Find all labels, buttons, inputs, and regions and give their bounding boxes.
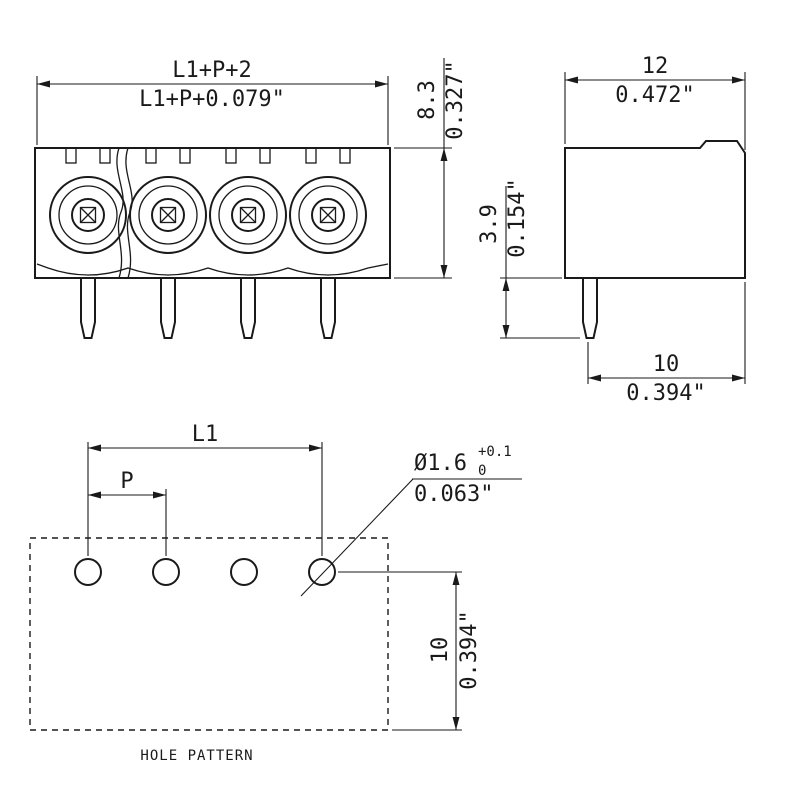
dim-row-offset-inch: 0.394" [457, 610, 482, 689]
dim-pin-length-mm: 3.9 [477, 204, 502, 244]
dim-side-depth-mm: 12 [642, 54, 669, 79]
leader-line [300, 478, 414, 597]
pin [80, 277, 96, 339]
pin [320, 277, 336, 339]
hole-diameter-callout: Ø1.6 +0.1 0 0.063" [300, 444, 522, 597]
dim-front-height-inch: 0.327" [443, 60, 468, 139]
side-view: 12 0.472" 3.9 0.154" 10 0.394" [477, 54, 746, 406]
dim-front-height-mm: 8.3 [415, 80, 440, 120]
hole [152, 558, 180, 586]
hole-pitch-dimension: P [88, 469, 167, 556]
front-view: L1+P+2 L1+P+0.079" 8.3 0.327" [34, 58, 468, 339]
break-line [116, 147, 133, 279]
side-body-outline [564, 140, 746, 279]
dim-front-width-mm: L1+P+2 [172, 58, 251, 83]
front-height-dimension: 8.3 0.327" [394, 58, 468, 279]
body-contour-line [36, 263, 389, 276]
hole-tolerance-upper: +0.1 [478, 444, 512, 460]
dim-side-depth-inch: 0.472" [615, 83, 694, 108]
pin [240, 277, 256, 339]
side-pin-length-dimension: 3.9 0.154" [477, 178, 580, 339]
front-width-dimension: L1+P+2 L1+P+0.079" [36, 58, 389, 145]
hole-row-offset-dimension: 10 0.394" [338, 571, 482, 731]
hole-pattern-view: L1 P Ø1.6 +0.1 0 0.063" 10 0.394" HOLE P… [29, 422, 522, 764]
pin [582, 277, 598, 339]
hole-tolerance-lower: 0 [478, 463, 486, 479]
hole-diameter-mm: Ø1.6 [414, 451, 467, 476]
hole [74, 558, 102, 586]
hole-span-dimension: L1 [87, 422, 323, 556]
dim-hole-span-label: L1 [192, 422, 219, 447]
top-latch-tabs [65, 147, 351, 164]
side-depth-dimension: 12 0.472" [564, 54, 746, 150]
side-pin-offset-dimension: 10 0.394" [587, 282, 746, 406]
dim-pin-length-inch: 0.154" [505, 178, 530, 257]
board-edge-dashed [29, 537, 389, 731]
dim-hole-pitch-label: P [120, 469, 133, 494]
holes [74, 558, 336, 586]
connector-body-outline [34, 147, 391, 279]
hole-diameter-inch: 0.063" [414, 482, 493, 507]
dim-pin-offset-mm: 10 [653, 352, 680, 377]
hole [230, 558, 258, 586]
hole-pattern-caption: HOLE PATTERN [140, 748, 253, 764]
dim-front-width-inch: L1+P+0.079" [139, 87, 285, 112]
dim-pin-offset-inch: 0.394" [626, 381, 705, 406]
hole [308, 558, 336, 586]
dim-row-offset-mm: 10 [428, 637, 453, 664]
pin [160, 277, 176, 339]
